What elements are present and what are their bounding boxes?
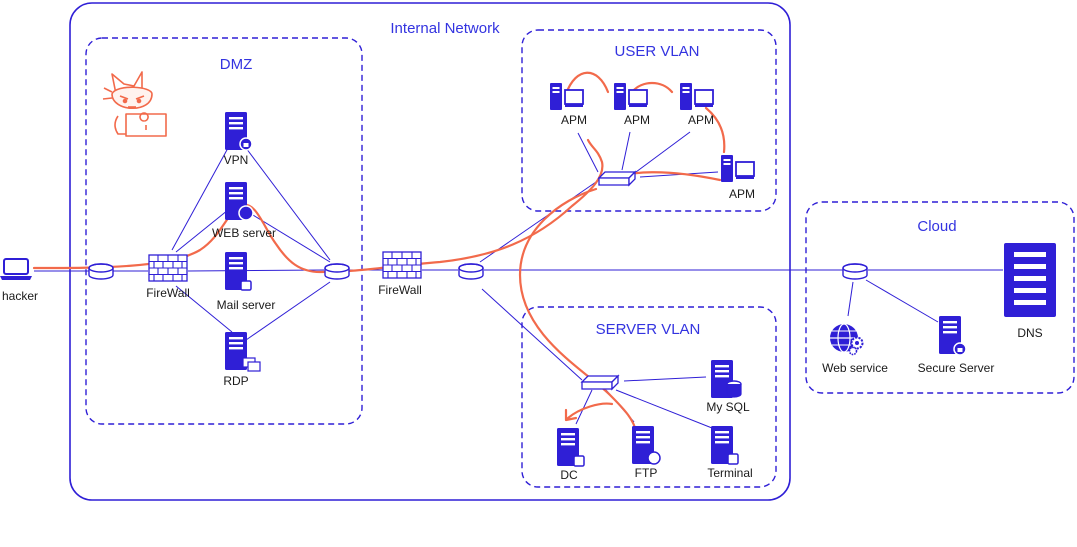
- secure-server-icon: [939, 316, 967, 356]
- user-vlan-zone: [521, 29, 777, 212]
- my-sql-server-icon: [711, 360, 742, 398]
- server-vlan-zone: [521, 306, 777, 488]
- apm-1-label: APM: [561, 113, 587, 127]
- network-switch-icon: [598, 171, 636, 186]
- apm-2-label: APM: [624, 113, 650, 127]
- vpn-label: VPN: [224, 153, 249, 167]
- web-service-label: Web service: [822, 361, 888, 375]
- firewall-outer-label: FireWall: [146, 286, 190, 300]
- hacker-cat-with-laptop-icon: [102, 71, 167, 137]
- cloud-zone: [805, 201, 1075, 394]
- apm-3-label: APM: [688, 113, 714, 127]
- terminal-server-icon: [711, 426, 739, 465]
- vpn-server-icon: [225, 112, 253, 151]
- web-server-label: WEB server: [212, 226, 276, 240]
- server-vlan-label: SERVER VLAN: [596, 321, 701, 338]
- router-icon: [458, 263, 484, 280]
- dmz-label: DMZ: [220, 56, 253, 73]
- hacker-label: hacker: [2, 289, 38, 303]
- firewall-inner-label: FireWall: [378, 283, 422, 297]
- my-sql-label: My SQL: [706, 400, 750, 414]
- ftp-server-icon: [632, 426, 661, 465]
- internal-network-label: Internal Network: [390, 20, 500, 37]
- web-server-icon: [225, 182, 254, 221]
- terminal-label: Terminal: [707, 466, 752, 480]
- router-icon: [842, 263, 868, 280]
- ftp-label: FTP: [635, 466, 658, 480]
- laptop-icon: [0, 258, 32, 280]
- mail-server-label: Mail server: [217, 298, 276, 312]
- mail-server-icon: [225, 252, 252, 291]
- brick-firewall-icon: [148, 254, 188, 282]
- user-vlan-label: USER VLAN: [614, 43, 699, 60]
- globe-gear-icon: [830, 323, 864, 356]
- dmz-zone: [85, 37, 363, 425]
- network-links: [34, 131, 1003, 429]
- rdp-server-icon: [225, 332, 261, 372]
- rdp-label: RDP: [223, 374, 248, 388]
- internal-network-zone: [69, 2, 791, 501]
- apm-4-icon: [720, 154, 755, 183]
- dc-server-icon: [557, 428, 585, 467]
- apm-1-icon: [549, 82, 584, 111]
- apm-3-icon: [679, 82, 714, 111]
- network-switch-icon: [581, 375, 619, 390]
- router-icon: [324, 263, 350, 280]
- secure-server-label: Secure Server: [918, 361, 995, 375]
- cloud-label: Cloud: [917, 218, 956, 235]
- router-icon: [88, 263, 114, 280]
- dns-label: DNS: [1017, 326, 1042, 340]
- dc-label: DC: [560, 468, 578, 482]
- dns-rack-icon: [1004, 243, 1056, 317]
- apm-2-icon: [613, 82, 648, 111]
- brick-firewall-icon: [382, 251, 422, 279]
- apm-4-label: APM: [729, 187, 755, 201]
